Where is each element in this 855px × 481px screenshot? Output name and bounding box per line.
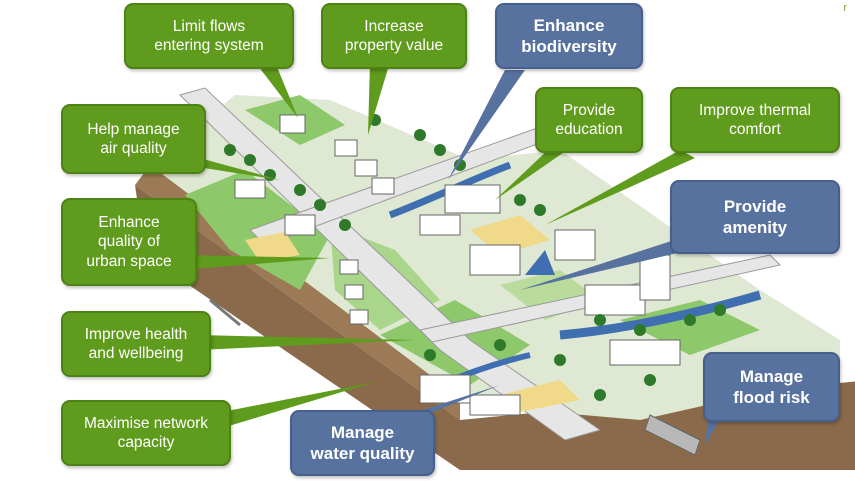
ground-block-front [135,185,855,470]
callout-health-wellbeing: Improve health and wellbeing [61,311,211,377]
grass-area [620,300,760,355]
callout-network-capacity: Maximise network capacity [61,400,231,466]
callout-provide-education: Provide education [535,87,643,153]
drainage-pipe [644,414,701,456]
callout-thermal-comfort: Improve thermal comfort [670,87,840,153]
corner-mark: r [843,2,847,14]
water-basin [525,250,555,275]
paved-plaza [245,232,300,262]
callout-pointers [170,62,725,445]
callout-limit-flows: Limit flows entering system [124,3,294,69]
callout-air-quality: Help manage air quality [61,104,206,174]
callout-water-quality: Manage water quality [290,410,435,476]
callout-flood-risk: Manage flood risk [703,352,840,422]
callout-provide-amenity: Provide amenity [670,180,840,254]
callout-enhance-biodiversity: Enhance biodiversity [495,3,643,69]
buildings [234,114,681,416]
water-channel [559,290,762,340]
road [179,87,602,441]
callout-urban-space: Enhance quality of urban space [61,198,197,286]
callout-increase-property-value: Increase property value [321,3,467,69]
drainage-pipe [209,298,241,327]
trees [224,114,726,401]
